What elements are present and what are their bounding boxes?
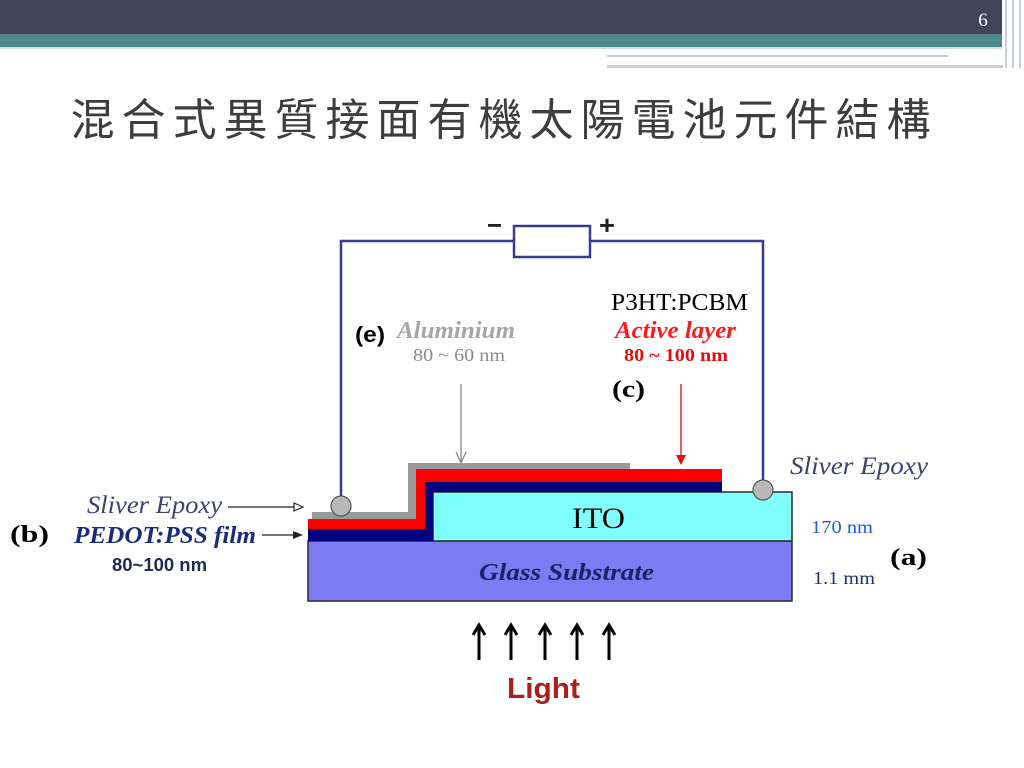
label-e: (e) [355, 322, 385, 347]
light-arrow-icon [537, 622, 553, 660]
minus-terminal-label: − [487, 210, 502, 240]
light-arrow-icon [503, 622, 519, 660]
light-label: Light [507, 673, 580, 705]
glass-thickness: 1.1 mm [813, 568, 875, 588]
label-c: (c) [612, 377, 645, 403]
header-bar [0, 0, 1002, 34]
silver-epoxy-label-left: Sliver Epoxy [87, 492, 223, 519]
header-pale-line [0, 47, 1002, 49]
silver-epoxy-pointer-arrow-icon [228, 502, 305, 512]
aluminium-pointer-arrow-icon [455, 384, 467, 465]
aluminium-label: Aluminium [395, 318, 515, 344]
active-layer-label: Active layer [613, 318, 737, 344]
header-accent-stripe [0, 34, 1002, 47]
active-layer-thickness: 80 ~ 100 nm [624, 345, 728, 365]
header-vertical-rule-3 [1019, 0, 1021, 68]
slide-number: 6 [978, 10, 988, 31]
light-arrow-icon [471, 622, 487, 660]
active-layer-pointer-arrow-icon [676, 384, 686, 465]
ito-label: ITO [572, 502, 625, 535]
circuit-wire-left [339, 239, 514, 497]
glass-substrate-label: Glass Substrate [479, 560, 654, 586]
slide-title: 混合式異質接面有機太陽電池元件結構 [70, 95, 938, 146]
load-resistor [512, 224, 592, 259]
light-arrow-icon [601, 622, 617, 660]
pedot-pss-pointer-arrow-icon [262, 531, 303, 539]
header-rule-lower [607, 65, 1003, 68]
silver-epoxy-contact-right [752, 479, 774, 501]
circuit-wire-right [590, 239, 765, 480]
light-arrow-icon [569, 622, 585, 660]
header-vertical-rule-1 [1005, 0, 1007, 68]
label-b: (b) [10, 522, 49, 548]
header-vertical-rule-2 [1012, 0, 1014, 68]
ito-thickness: 170 nm [811, 517, 873, 537]
silver-epoxy-label-right: Sliver Epoxy [790, 453, 929, 480]
active-layer [308, 469, 722, 529]
pedot-pss-label: PEDOT:PSS film [73, 523, 256, 549]
header-rule-upper [607, 55, 948, 57]
aluminium-thickness: 80 ~ 60 nm [413, 345, 505, 365]
label-a: (a) [890, 545, 927, 571]
plus-terminal-label: + [599, 210, 615, 240]
pedot-pss-layer [308, 482, 722, 541]
pedot-pss-thickness: 80~100 nm [112, 555, 207, 575]
silver-epoxy-contact-left [330, 495, 352, 517]
active-material-label: P3HT:PCBM [611, 290, 748, 316]
